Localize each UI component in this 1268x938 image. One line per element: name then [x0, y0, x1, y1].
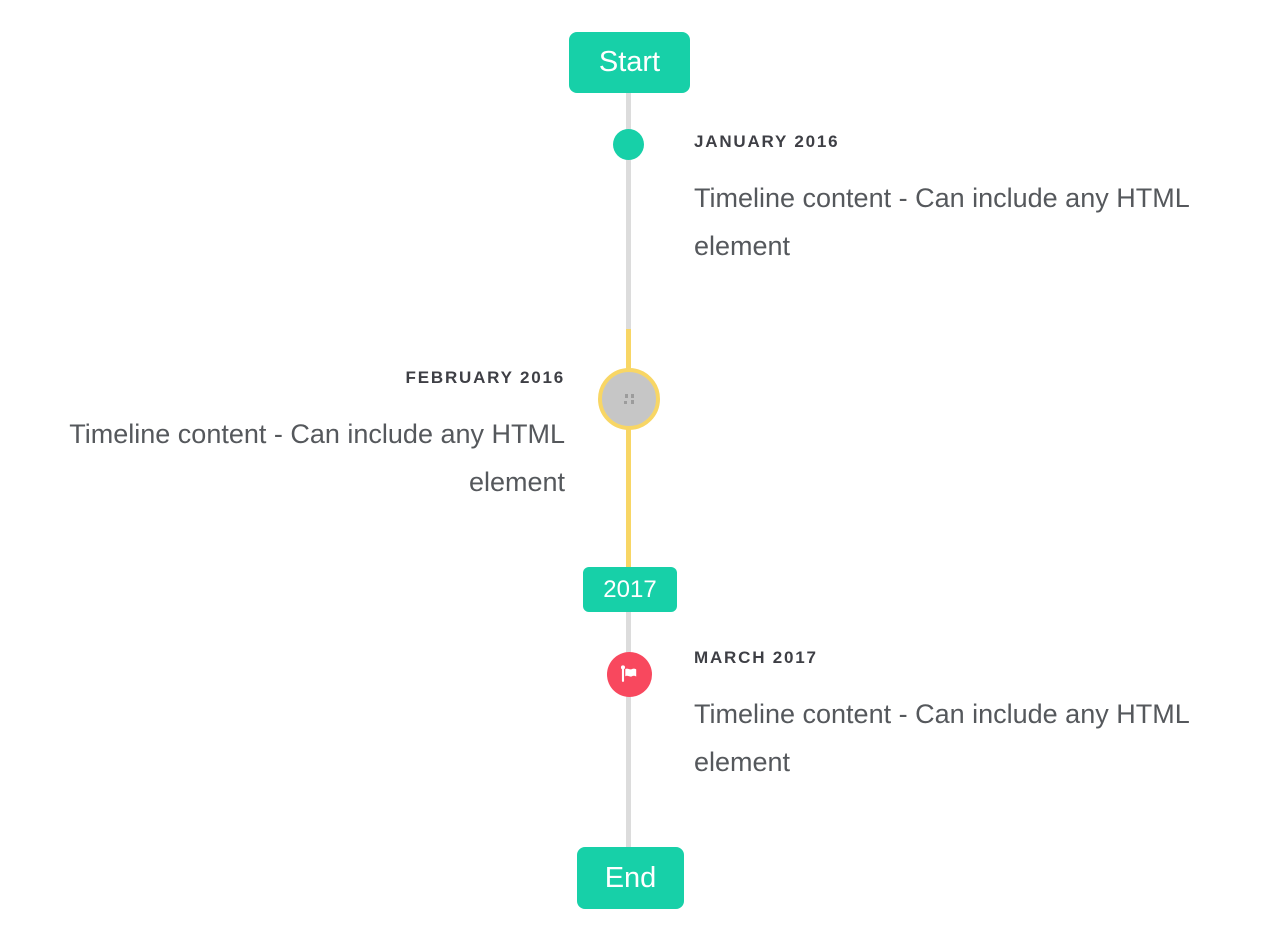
timeline-item-february: FEBRUARY 2016 Timeline content - Can inc… — [25, 368, 565, 506]
year-badge[interactable]: 2017 — [583, 567, 677, 612]
timeline-dot-january[interactable] — [613, 129, 644, 160]
item-date-label: JANUARY 2016 — [694, 132, 840, 151]
start-badge[interactable]: Start — [569, 32, 690, 93]
timeline-circle-february[interactable] — [598, 368, 660, 430]
broken-image-icon — [622, 393, 637, 406]
item-date-label: FEBRUARY 2016 — [405, 368, 565, 387]
item-content: Timeline content - Can include any HTML … — [694, 699, 1189, 777]
flag-icon — [618, 663, 641, 686]
item-date-label: MARCH 2017 — [694, 648, 818, 667]
timeline-item-january: JANUARY 2016 Timeline content - Can incl… — [694, 132, 1234, 270]
timeline-flag-marker-march[interactable] — [607, 652, 652, 697]
timeline-line-highlight — [626, 329, 631, 567]
end-badge[interactable]: End — [577, 847, 684, 909]
timeline-item-march: MARCH 2017 Timeline content - Can includ… — [694, 648, 1234, 786]
item-content: Timeline content - Can include any HTML … — [69, 419, 565, 497]
item-content: Timeline content - Can include any HTML … — [694, 183, 1189, 261]
